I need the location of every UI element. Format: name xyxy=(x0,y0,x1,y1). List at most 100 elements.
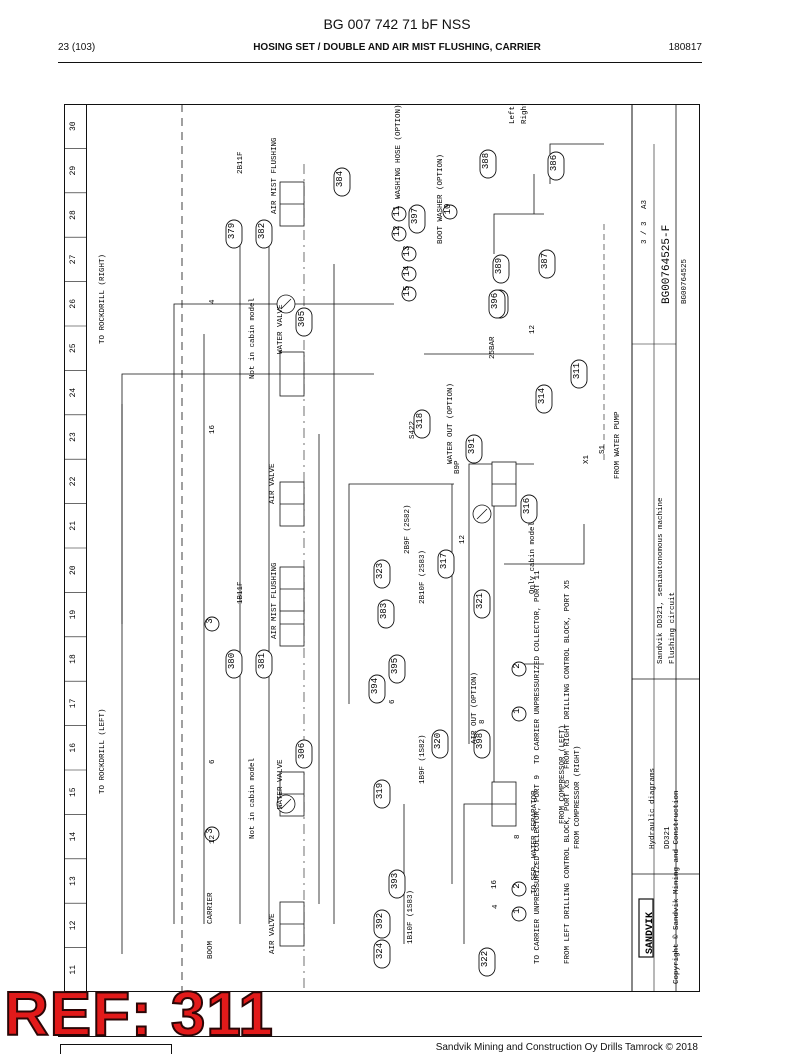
gauge-needle xyxy=(476,508,488,520)
callout-circle xyxy=(442,204,458,220)
column-number: 11 xyxy=(69,965,78,975)
callout-circle xyxy=(511,706,527,722)
callout-oval xyxy=(255,219,273,249)
diagram-label-from-right-drilling-control-block-port: FROM RIGHT DRILLING CONTROL BLOCK, PORT … xyxy=(564,579,572,769)
diagram-label-brand: SANDVIK xyxy=(645,912,656,954)
column-number: 18 xyxy=(69,654,78,664)
diagram-label-title-model: DD321 xyxy=(664,826,672,849)
callout-oval xyxy=(295,739,313,769)
callout-circle xyxy=(401,286,417,302)
callout-bubble: 15 xyxy=(401,286,417,302)
column-number: 15 xyxy=(69,787,78,797)
diagram-label-valve-2b11f: 2B11F xyxy=(237,151,245,174)
callout-bubble: 306 xyxy=(295,739,313,769)
callout-oval xyxy=(368,674,386,704)
callout-number: 391 xyxy=(467,438,477,454)
callout-bubble: 389 xyxy=(492,254,510,284)
callout-oval xyxy=(431,729,449,759)
diagram-label-from-compressor-left: FROM COMPRESSOR (LEFT) xyxy=(559,725,567,824)
diagram-label-b9p: B9P xyxy=(454,460,462,474)
callout-number: 387 xyxy=(540,253,550,269)
callout-oval xyxy=(373,939,391,969)
ref-stamp: REF: 311 xyxy=(3,980,274,1049)
sandvik-logo xyxy=(60,1044,172,1054)
callout-oval xyxy=(225,649,243,679)
callout-number: 320 xyxy=(433,733,443,749)
callout-number: 388 xyxy=(481,153,491,169)
callout-number: 398 xyxy=(475,733,485,749)
callout-oval xyxy=(465,434,483,464)
callout-circle xyxy=(511,881,527,897)
diagram-label-valve-1b9f: 1B9F (1S82) xyxy=(419,734,427,784)
callout-bubble: 380 xyxy=(225,649,243,679)
callout-number: 324 xyxy=(375,943,385,959)
hose-size: 8 xyxy=(479,719,487,724)
diagram-label-washing-hose: WASHING HOSE (OPTION) xyxy=(395,104,403,199)
callout-oval xyxy=(373,779,391,809)
callout-oval xyxy=(488,289,506,319)
diagram-label-to-carrier-unpressurized-p11: TO CARRIER UNPRESSURIZED COLLECTOR, PORT… xyxy=(534,570,542,764)
callout-oval xyxy=(538,249,556,279)
column-number: 29 xyxy=(69,166,78,176)
callout-bubble: 397 xyxy=(408,204,426,234)
callout-number: 317 xyxy=(439,553,449,569)
callout-bubble: 13 xyxy=(401,246,417,262)
diagram-label-sheet: 3 / 3 xyxy=(641,221,649,244)
diagram-label-title-sub: Flushing circuit xyxy=(669,592,677,664)
column-number: 22 xyxy=(69,476,78,486)
column-number: 14 xyxy=(69,832,78,842)
callout-number: 394 xyxy=(370,678,380,694)
diagram-label-to-rockdrill-right: TO ROCKDRILL (RIGHT) xyxy=(99,254,107,344)
callout-oval xyxy=(437,549,455,579)
callout-bubble: 320 xyxy=(431,729,449,759)
diagram-label-valve-2b9f: 2B9F (2S82) xyxy=(404,504,412,554)
callout-oval xyxy=(547,151,565,181)
diagram-label-s422: S422 xyxy=(409,421,417,439)
callout-oval xyxy=(570,359,588,389)
diagram-label-air-out: AIR OUT (OPTION) xyxy=(471,672,479,744)
callout-oval xyxy=(388,654,406,684)
callout-bubble: 316 xyxy=(520,494,538,524)
column-number: 19 xyxy=(69,610,78,620)
section-title: HOSING SET / DOUBLE AND AIR MIST FLUSHIN… xyxy=(253,42,541,53)
callout-number: 319 xyxy=(375,783,385,799)
callout-number: 380 xyxy=(227,653,237,669)
column-number: 20 xyxy=(69,565,78,575)
diagram-label-carrier: CARRIER xyxy=(207,892,215,924)
callout-circle xyxy=(391,206,407,222)
callout-bubble: 3 xyxy=(204,616,220,632)
callout-number: 395 xyxy=(390,658,400,674)
callout-bubble: 2 xyxy=(511,661,527,677)
diagram-label-to-rockdrill-left: TO ROCKDRILL (LEFT) xyxy=(99,708,107,794)
callout-number: 15 xyxy=(402,286,412,297)
callout-bubble: 3 xyxy=(204,826,220,842)
diagram-label-not-in-cabin-model: Not in cabin model xyxy=(249,297,257,379)
callout-oval xyxy=(478,947,496,977)
column-number: 12 xyxy=(69,920,78,930)
hose-size: 12 xyxy=(529,325,537,334)
callout-oval xyxy=(388,869,406,899)
callout-circle xyxy=(204,616,220,632)
callout-bubble: 383 xyxy=(377,599,395,629)
callout-oval xyxy=(492,254,510,284)
diagram-label-valve-1b10f: 1B10F (1S83) xyxy=(407,890,415,944)
callout-oval xyxy=(479,149,497,179)
callout-oval xyxy=(408,204,426,234)
diagram-label-water-valve: WATER VALVE xyxy=(277,304,285,354)
diagram-label-brand-sub: Copyright © Sandvik Mining and Construct… xyxy=(672,790,681,984)
callout-oval xyxy=(373,909,391,939)
diagram-label-air-mist-flushing: AIR MIST FLUSHING xyxy=(271,562,279,639)
callout-bubble: 395 xyxy=(388,654,406,684)
diagram-label-title-main: Sandvik DD321, semiautonomous machine xyxy=(657,497,665,664)
callout-oval xyxy=(413,409,431,439)
callout-bubble: 314 xyxy=(535,384,553,414)
callout-circle xyxy=(391,226,407,242)
diagram-label-valve-1b11f: 1B11F xyxy=(237,581,245,604)
callout-number: 381 xyxy=(257,653,267,669)
callout-circle xyxy=(204,826,220,842)
callout-number: 1 xyxy=(512,708,522,713)
callout-number: 11 xyxy=(392,206,402,217)
hose-size: 4 xyxy=(492,904,500,909)
callout-number: 318 xyxy=(415,413,425,429)
callout-bubble: 382 xyxy=(255,219,273,249)
